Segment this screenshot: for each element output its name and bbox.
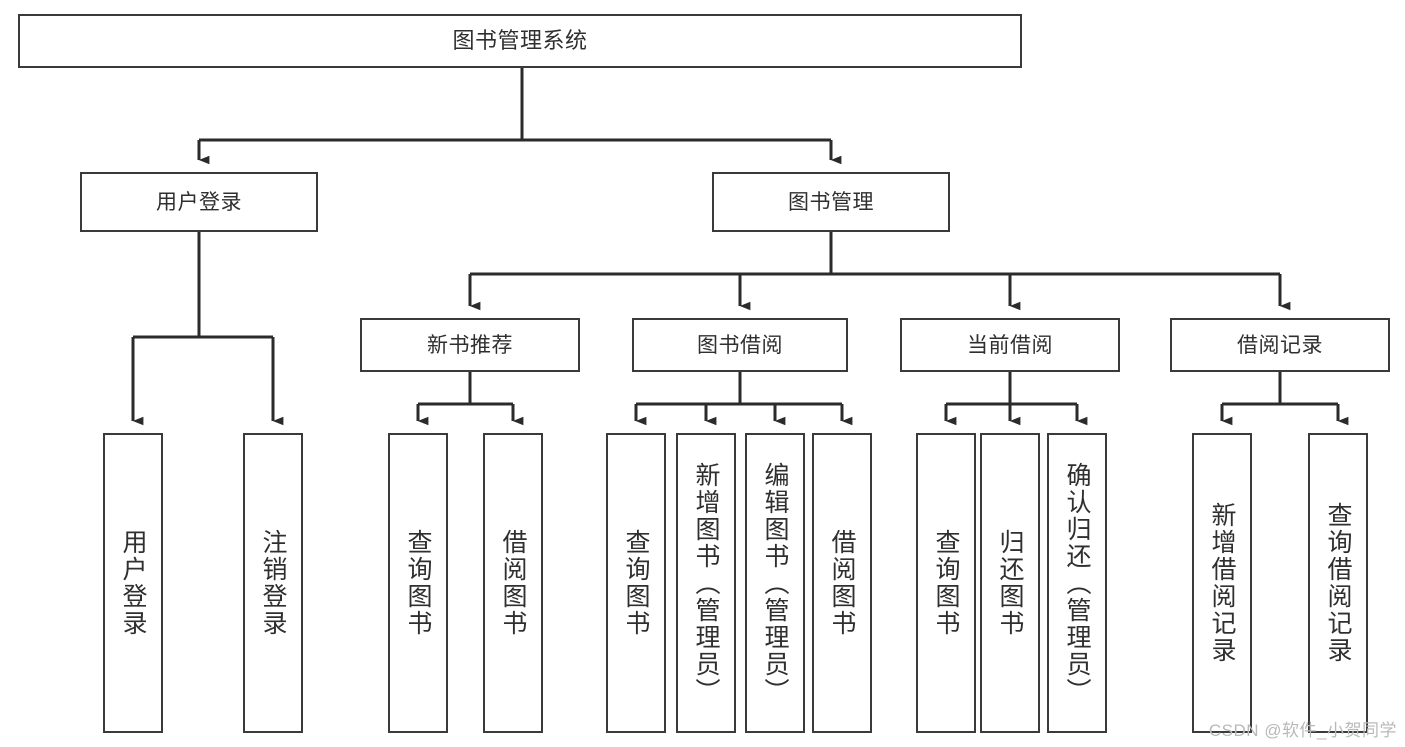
- node-label: 注销登录: [259, 529, 287, 637]
- node-leaf-edit-book[interactable]: 编辑图书（管理员）: [745, 433, 805, 733]
- node-leaf-query-book-current[interactable]: 查询图书: [916, 433, 976, 733]
- csdn-watermark: CSDN @软件_小贺同学: [1208, 721, 1397, 740]
- node-current-borrow[interactable]: 当前借阅: [900, 318, 1120, 372]
- node-book-borrow[interactable]: 图书借阅: [632, 318, 848, 372]
- node-label: 新书推荐: [427, 333, 513, 357]
- node-leaf-query-borrow-record[interactable]: 查询借阅记录: [1308, 433, 1368, 733]
- node-leaf-add-borrow-record[interactable]: 新增借阅记录: [1192, 433, 1252, 733]
- node-leaf-borrow-book-recommend[interactable]: 借阅图书: [483, 433, 543, 733]
- node-leaf-query-book-recommend[interactable]: 查询图书: [388, 433, 448, 733]
- node-label: 用户登录: [156, 190, 242, 214]
- node-book-manage[interactable]: 图书管理: [712, 172, 950, 232]
- node-label: 新增图书（管理员）: [692, 461, 720, 705]
- node-label: 编辑图书（管理员）: [761, 461, 789, 705]
- node-label: 图书管理: [788, 190, 874, 214]
- node-user-login[interactable]: 用户登录: [80, 172, 318, 232]
- node-label: 借阅记录: [1237, 333, 1323, 357]
- node-label: 查询图书: [404, 529, 432, 637]
- node-leaf-user-login[interactable]: 用户登录: [103, 433, 163, 733]
- node-label: 归还图书: [996, 529, 1024, 637]
- node-label: 图书管理系统: [452, 28, 588, 53]
- node-leaf-confirm-return[interactable]: 确认归还（管理员）: [1047, 433, 1107, 733]
- node-label: 借阅图书: [828, 529, 856, 637]
- node-label: 用户登录: [119, 529, 147, 637]
- node-leaf-query-book-borrow[interactable]: 查询图书: [606, 433, 666, 733]
- node-label: 新增借阅记录: [1208, 502, 1236, 664]
- node-label: 确认归还（管理员）: [1063, 461, 1091, 705]
- node-leaf-add-book[interactable]: 新增图书（管理员）: [676, 433, 736, 733]
- node-label: 图书借阅: [697, 333, 783, 357]
- node-label: 当前借阅: [967, 333, 1053, 357]
- node-borrow-record[interactable]: 借阅记录: [1170, 318, 1390, 372]
- node-label: 查询借阅记录: [1324, 502, 1352, 664]
- node-label: 查询图书: [932, 529, 960, 637]
- node-label: 借阅图书: [499, 529, 527, 637]
- node-label: 查询图书: [622, 529, 650, 637]
- node-leaf-return-book[interactable]: 归还图书: [980, 433, 1040, 733]
- node-leaf-borrow-book[interactable]: 借阅图书: [812, 433, 872, 733]
- node-root-system[interactable]: 图书管理系统: [18, 14, 1022, 68]
- node-new-book-recommend[interactable]: 新书推荐: [360, 318, 580, 372]
- node-leaf-logout[interactable]: 注销登录: [243, 433, 303, 733]
